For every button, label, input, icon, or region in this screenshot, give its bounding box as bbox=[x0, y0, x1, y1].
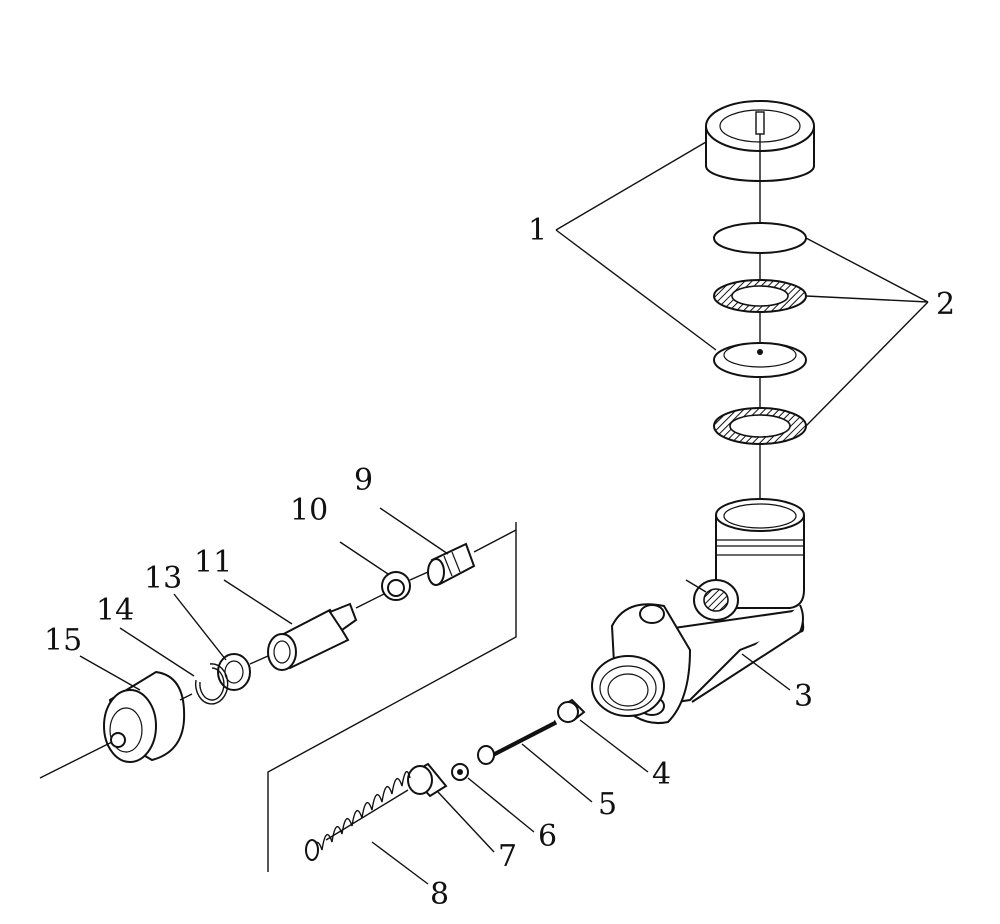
callout-9: 9 bbox=[354, 463, 373, 498]
dust-boot-15 bbox=[103, 670, 186, 763]
spring-retainer-7 bbox=[407, 762, 448, 798]
callout-13: 13 bbox=[144, 561, 182, 596]
gasket-ring-lower bbox=[713, 407, 807, 445]
callout-4: 4 bbox=[652, 757, 671, 792]
callout-6: 6 bbox=[538, 819, 557, 854]
leader-lines bbox=[79, 141, 929, 885]
seal-10 bbox=[381, 571, 411, 601]
end-cap-4 bbox=[557, 698, 586, 723]
callout-8: 8 bbox=[430, 877, 449, 912]
piston-cup-9 bbox=[427, 542, 476, 586]
callout-7: 7 bbox=[498, 839, 517, 874]
push-rod-5 bbox=[477, 719, 558, 765]
callout-2: 2 bbox=[936, 287, 955, 322]
coil-spring-8 bbox=[305, 770, 411, 861]
callout-10: 10 bbox=[290, 493, 328, 528]
assembly-bracket bbox=[267, 522, 517, 872]
master-cylinder-body bbox=[591, 498, 805, 724]
callout-5: 5 bbox=[598, 787, 617, 822]
callout-15: 15 bbox=[44, 623, 82, 658]
diaphragm-disc bbox=[713, 222, 807, 254]
snap-ring-14 bbox=[194, 663, 229, 705]
small-washer-6 bbox=[451, 763, 469, 781]
callout-3: 3 bbox=[794, 679, 813, 714]
washer-13 bbox=[217, 653, 251, 691]
callout-1: 1 bbox=[528, 213, 547, 248]
gasket-ring-upper bbox=[713, 279, 807, 313]
piston-11 bbox=[267, 602, 358, 671]
callout-11: 11 bbox=[194, 545, 232, 580]
reservoir-cap bbox=[705, 100, 815, 182]
callout-14: 14 bbox=[96, 593, 134, 628]
axis-line-left bbox=[39, 741, 113, 779]
flat-washer bbox=[713, 342, 807, 378]
